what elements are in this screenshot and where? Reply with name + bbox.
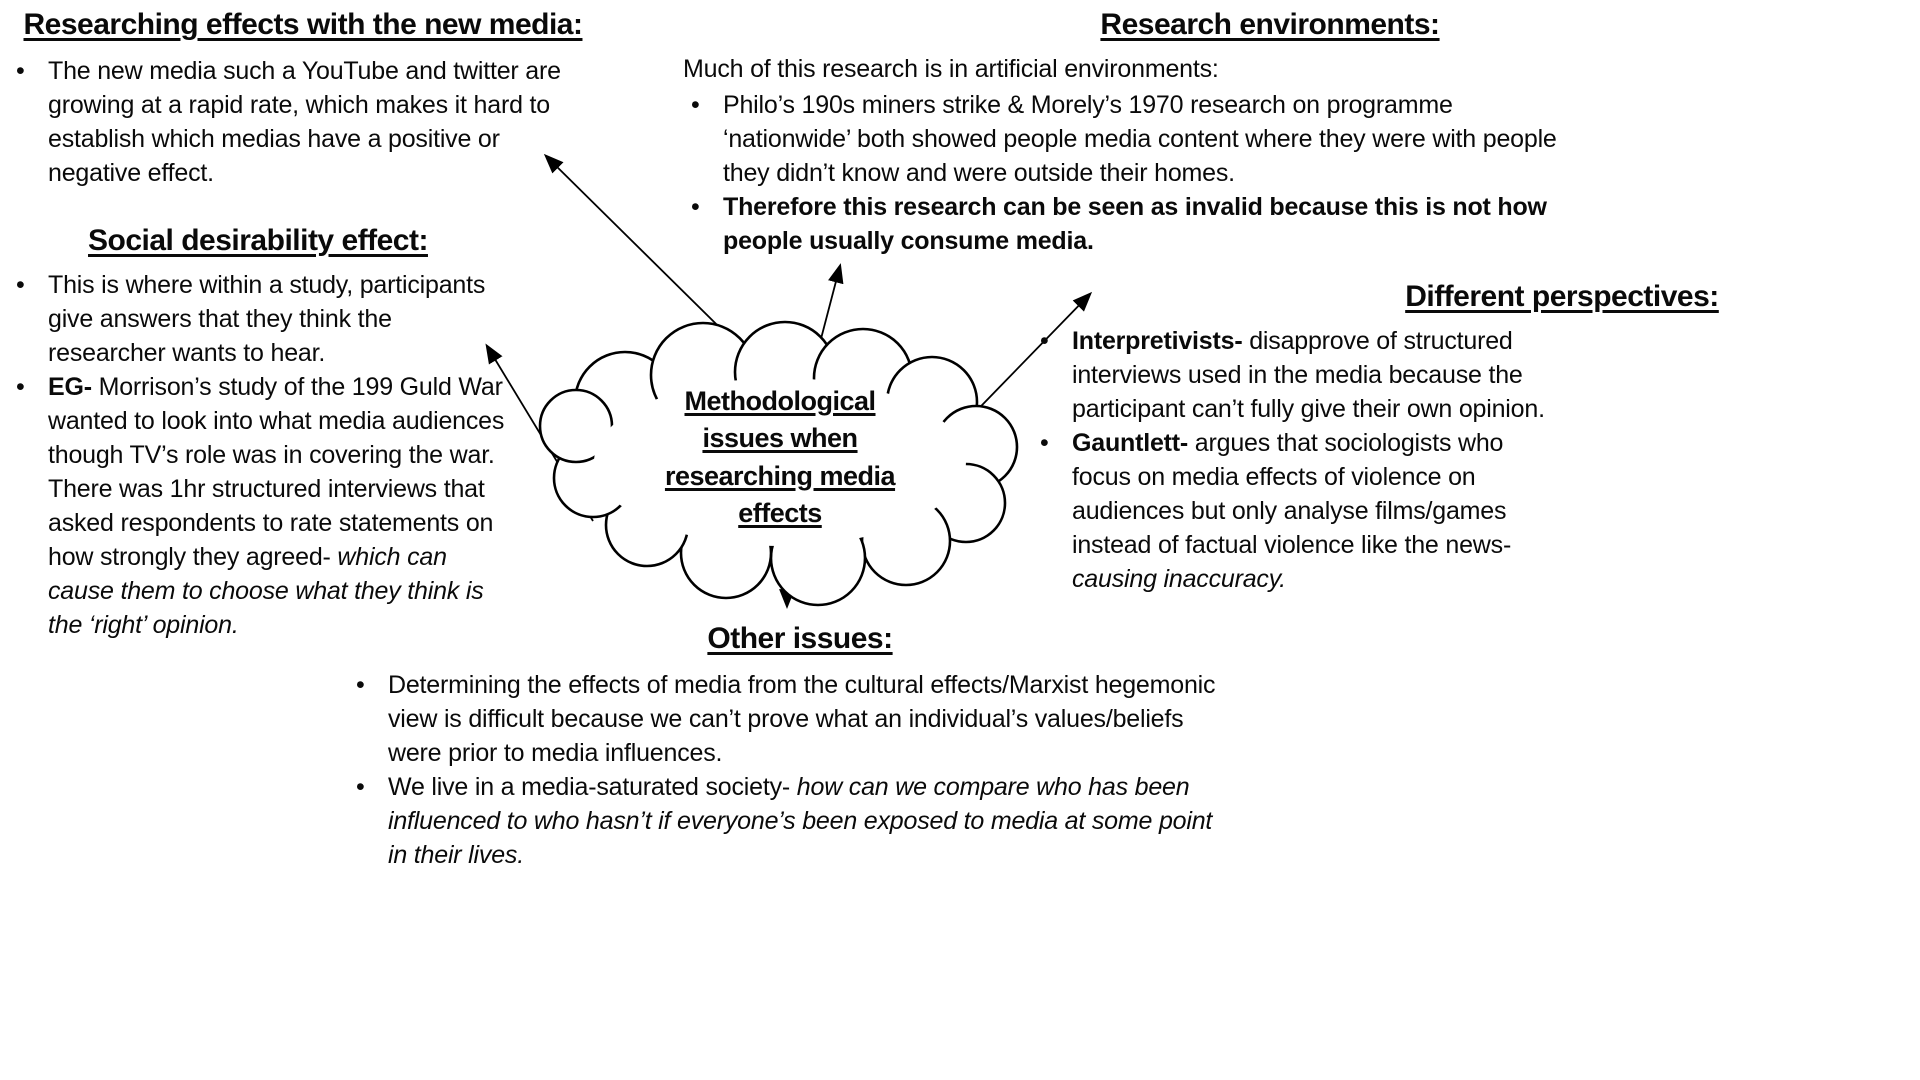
cloud-title: Methodological issues when researching m… bbox=[610, 383, 950, 532]
bullet-item: We live in a media-saturated society- ho… bbox=[348, 770, 1228, 872]
bullet-lead-bold: Gauntlett- bbox=[1072, 429, 1189, 457]
bullet-tail-italic: causing inaccuracy. bbox=[1072, 565, 1286, 593]
bullet-item: Interpretivists- disapprove of structure… bbox=[1032, 324, 1564, 426]
section-research-environments: Philo’s 190s miners strike & Morely’s 19… bbox=[683, 88, 1583, 258]
bullet-item: The new media such a YouTube and twitter… bbox=[8, 54, 580, 190]
heading-new-media: Researching effects with the new media: bbox=[23, 8, 583, 41]
bullet-lead-bold: Interpretivists- bbox=[1072, 327, 1243, 355]
bullet-item: Therefore this research can be seen as i… bbox=[683, 190, 1583, 258]
cloud-title-line: effects bbox=[738, 497, 822, 528]
bullet-body: Philo’s 190s miners strike & Morely’s 19… bbox=[723, 91, 1557, 187]
bullet-lead-bold: EG- bbox=[48, 373, 92, 401]
bullet-body: We live in a media-saturated society- bbox=[388, 773, 797, 801]
heading-social-desirability: Social desirability effect: bbox=[88, 224, 428, 257]
bullet-item: Gauntlett- argues that sociologists who … bbox=[1032, 426, 1564, 596]
section-new-media: The new media such a YouTube and twitter… bbox=[8, 54, 580, 190]
cloud-title-line: issues when bbox=[702, 423, 858, 454]
bullet-body: Determining the effects of media from th… bbox=[388, 671, 1216, 767]
bullet-body-bold: Therefore this research can be seen as i… bbox=[723, 193, 1547, 255]
bullet-item: This is where within a study, participan… bbox=[8, 268, 505, 370]
section-different-perspectives: Interpretivists- disapprove of structure… bbox=[1032, 324, 1564, 596]
cloud-shape bbox=[538, 320, 1019, 607]
bullet-tail-italic: how can we compare who has been influenc… bbox=[388, 773, 1213, 869]
bullet-item: EG- Morrison’s study of the 199 Guld War… bbox=[8, 370, 505, 642]
bullet-body: disapprove of structured interviews used… bbox=[1072, 327, 1545, 423]
heading-research-environments: Research environments: bbox=[1100, 8, 1440, 41]
bullet-body: The new media such a YouTube and twitter… bbox=[48, 57, 561, 187]
section-other-issues: Determining the effects of media from th… bbox=[348, 668, 1228, 872]
bullet-item: Determining the effects of media from th… bbox=[348, 668, 1228, 770]
section-social-desirability: This is where within a study, participan… bbox=[8, 268, 505, 642]
bullet-body: This is where within a study, participan… bbox=[48, 271, 486, 367]
bullet-body: Morrison’s study of the 199 Guld War wan… bbox=[48, 373, 505, 571]
heading-other-issues: Other issues: bbox=[707, 622, 893, 655]
heading-different-perspectives: Different perspectives: bbox=[1405, 280, 1719, 313]
bullet-item: Philo’s 190s miners strike & Morely’s 19… bbox=[683, 88, 1583, 190]
cloud-title-line: Methodological bbox=[684, 386, 877, 416]
bullet-body: argues that sociologists who focus on me… bbox=[1072, 429, 1512, 559]
bullet-tail-italic: which can cause them to choose what they… bbox=[48, 543, 484, 639]
cloud-title-line: researching media bbox=[664, 460, 896, 491]
research-environments-intro: Much of this research is in artificial e… bbox=[683, 55, 1219, 83]
